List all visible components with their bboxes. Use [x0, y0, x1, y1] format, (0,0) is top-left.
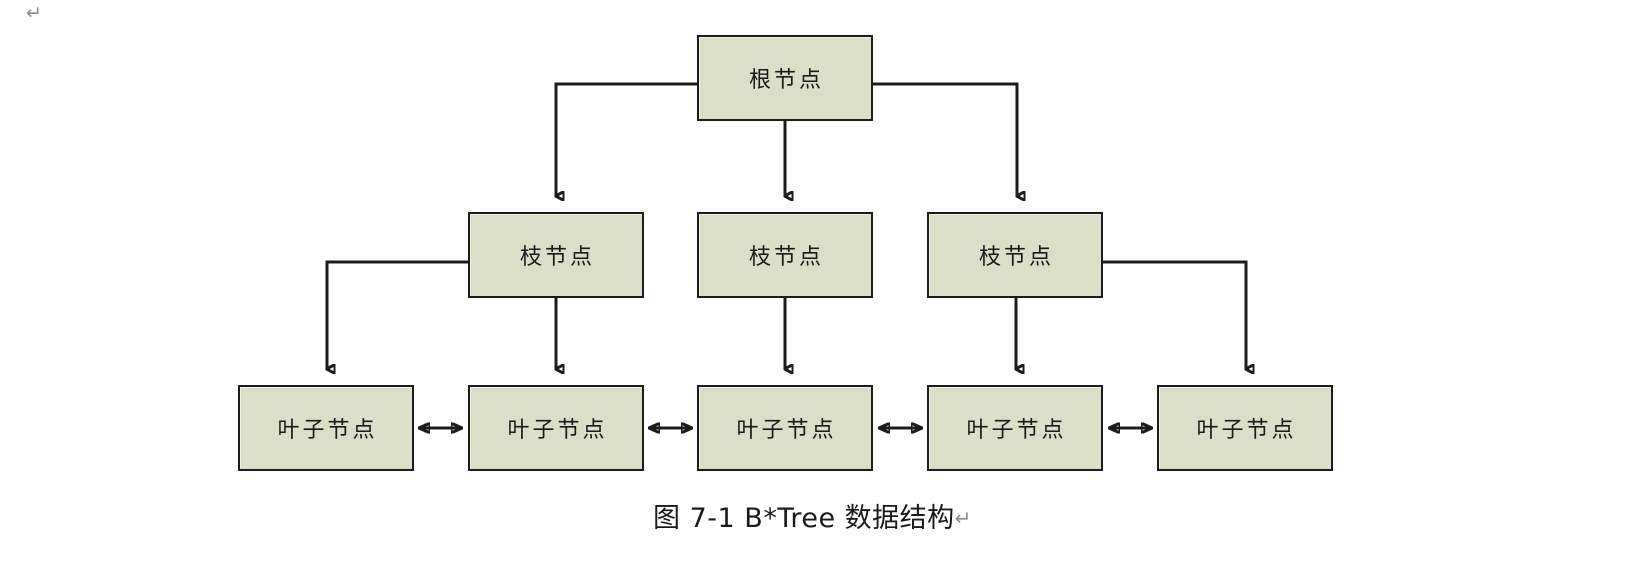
figure-caption-text: 图 7-1 B*Tree 数据结构: [653, 503, 955, 534]
node-leaf-5-label: 叶子节点: [1196, 418, 1297, 443]
node-root-label: 根节点: [748, 68, 824, 93]
edge-branch-1-to-leaf-1: [325, 260, 468, 369]
figure-caption: 图 7-1 B*Tree 数据结构↵: [0, 496, 1625, 535]
btree-diagram: 根节点 枝节点 枝节点 枝节点 叶子节点 叶子节点 叶子节点 叶子节点 叶子节点: [238, 35, 1625, 490]
node-leaf-4[interactable]: 叶子节点: [927, 385, 1103, 471]
paragraph-return-icon: ↵: [26, 3, 42, 24]
node-root[interactable]: 根节点: [697, 35, 873, 121]
edge-branch-3-to-leaf-5: [1103, 260, 1246, 369]
node-leaf-2[interactable]: 叶子节点: [468, 385, 644, 471]
caption-return-icon: ↵: [954, 506, 972, 530]
node-leaf-2-label: 叶子节点: [507, 418, 608, 443]
node-branch-3-label: 枝节点: [978, 245, 1054, 270]
node-leaf-5[interactable]: 叶子节点: [1157, 385, 1333, 471]
node-branch-2-label: 枝节点: [748, 245, 824, 270]
node-branch-1-label: 枝节点: [519, 245, 595, 270]
node-leaf-3[interactable]: 叶子节点: [697, 385, 873, 471]
node-leaf-1-label: 叶子节点: [277, 418, 378, 443]
node-branch-1[interactable]: 枝节点: [468, 212, 644, 298]
node-branch-2[interactable]: 枝节点: [697, 212, 873, 298]
node-leaf-4-label: 叶子节点: [966, 418, 1067, 443]
node-branch-3[interactable]: 枝节点: [927, 212, 1103, 298]
connector-layer: [325, 82, 1625, 490]
node-leaf-3-label: 叶子节点: [736, 418, 837, 443]
edge-root-to-branch-3: [873, 82, 1017, 196]
node-leaf-1[interactable]: 叶子节点: [238, 385, 414, 471]
edge-root-to-branch-1: [554, 82, 697, 196]
